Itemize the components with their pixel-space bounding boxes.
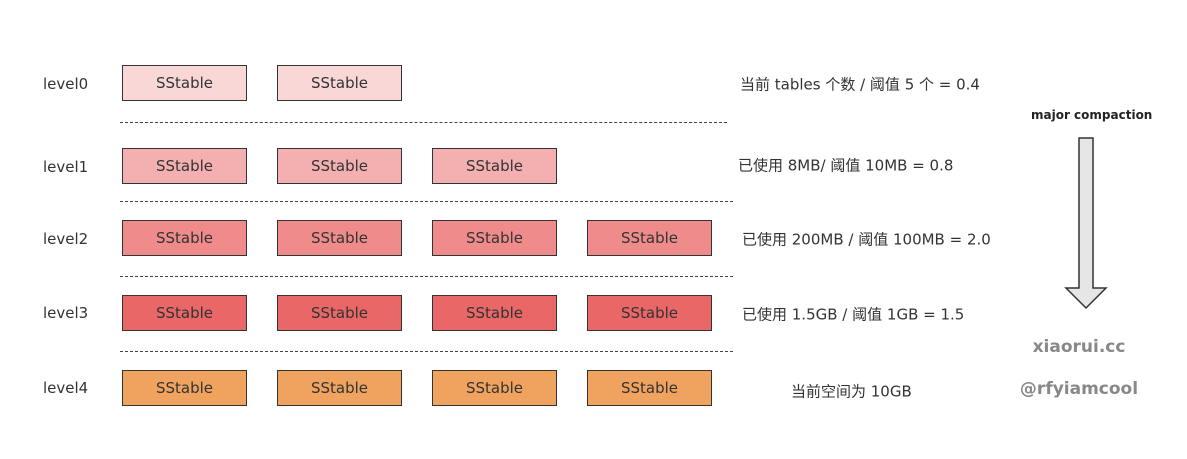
sstable-box: SStable (432, 370, 557, 406)
sstable-box: SStable (587, 220, 712, 256)
down-arrow-icon (1064, 137, 1108, 310)
level-note: 当前空间为 10GB (791, 382, 912, 401)
sstable-box: SStable (432, 295, 557, 331)
level-separator (120, 201, 733, 202)
level-note: 已使用 8MB/ 阈值 10MB = 0.8 (738, 156, 954, 175)
level-label: level3 (43, 304, 89, 322)
level-note: 当前 tables 个数 / 阈值 5 个 = 0.4 (740, 75, 980, 94)
level-label: level4 (43, 379, 89, 397)
sstable-box: SStable (122, 370, 247, 406)
sstable-box: SStable (122, 65, 247, 101)
sstable-box: SStable (432, 148, 557, 184)
level-label: level1 (43, 158, 89, 176)
sstable-box: SStable (122, 220, 247, 256)
sstable-box: SStable (277, 148, 402, 184)
level-label: level2 (43, 230, 89, 248)
sstable-box: SStable (277, 220, 402, 256)
sstable-box: SStable (277, 295, 402, 331)
sstable-box: SStable (122, 148, 247, 184)
level-note: 已使用 200MB / 阈值 100MB = 2.0 (742, 230, 991, 249)
sstable-box: SStable (277, 370, 402, 406)
sstable-box: SStable (122, 295, 247, 331)
sstable-box: SStable (277, 65, 402, 101)
level-note: 已使用 1.5GB / 阈值 1GB = 1.5 (742, 305, 965, 324)
sstable-box: SStable (587, 295, 712, 331)
level-separator (120, 351, 733, 352)
level-label: level0 (43, 75, 89, 93)
sstable-box: SStable (587, 370, 712, 406)
brand-handle: @rfyiamcool (1019, 379, 1139, 399)
brand-site: xiaorui.cc (1032, 337, 1126, 357)
level-separator (120, 122, 727, 123)
sstable-box: SStable (432, 220, 557, 256)
level-separator (120, 276, 733, 277)
compaction-label: major compaction (1031, 108, 1153, 122)
